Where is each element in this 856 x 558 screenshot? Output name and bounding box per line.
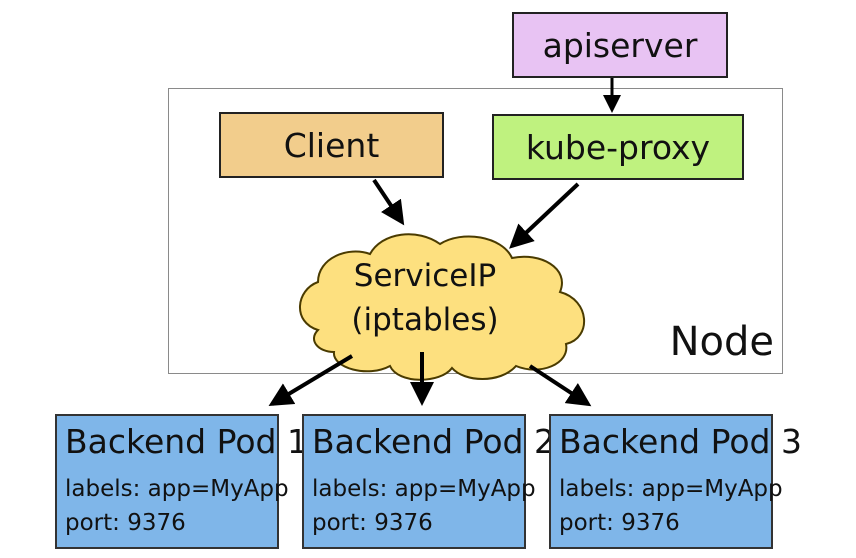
pod-port: port: 9376 xyxy=(559,510,680,536)
node-label: Node xyxy=(669,319,774,365)
pod-port: port: 9376 xyxy=(312,510,433,536)
service-ip-label: ServiceIP xyxy=(353,258,497,294)
backend-pod-1: Backend Pod 1 labels: app=MyApp port: 93… xyxy=(55,414,308,549)
service-iptables-label: (iptables) xyxy=(351,302,499,338)
apiserver-label: apiserver xyxy=(542,25,698,65)
pod-title: Backend Pod 3 xyxy=(559,422,802,461)
pod-title: Backend Pod 2 xyxy=(312,422,555,461)
kube-proxy-label: kube-proxy xyxy=(525,127,711,167)
service-ip-text: ServiceIP (iptables) xyxy=(300,254,550,342)
pod-labels: labels: app=MyApp xyxy=(65,476,289,502)
arrow-client-to-service xyxy=(372,178,405,226)
client-box: Client xyxy=(219,112,444,178)
pod-labels: labels: app=MyApp xyxy=(559,476,783,502)
arrow-service-to-pod-1 xyxy=(268,354,354,407)
pod-title: Backend Pod 1 xyxy=(65,422,308,461)
arrow-service-to-pod-3 xyxy=(528,364,592,407)
backend-pod-2: Backend Pod 2 labels: app=MyApp port: 93… xyxy=(302,414,555,549)
kube-proxy-box: kube-proxy xyxy=(492,114,744,180)
pod-labels: labels: app=MyApp xyxy=(312,476,536,502)
backend-pod-3: Backend Pod 3 labels: app=MyApp port: 93… xyxy=(549,414,802,549)
pod-port: port: 9376 xyxy=(65,510,186,536)
service-ip-cloud xyxy=(299,233,585,381)
client-label: Client xyxy=(283,125,380,165)
arrow-kube-proxy-to-service xyxy=(509,182,580,249)
apiserver-box: apiserver xyxy=(512,12,728,78)
